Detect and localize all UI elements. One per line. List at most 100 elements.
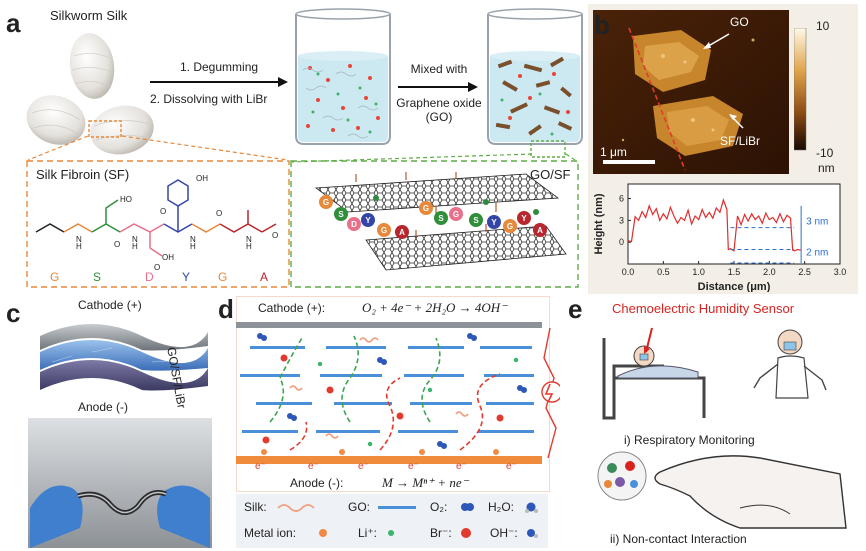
x-tick-label: 2.5 (798, 267, 811, 277)
colorbar-unit: nm (818, 161, 835, 175)
x-axis-label: Distance (μm) (698, 281, 771, 292)
go-abbrev-label: (GO) (425, 110, 453, 124)
panel-c-letter: c (6, 298, 21, 328)
electron-label-4: e⁻ (408, 461, 419, 472)
svg-text:N: N (190, 235, 196, 244)
go-sf-layered-illustration: G S D Y G A G S G S Y G Y A (314, 172, 567, 271)
process-arrow-1 (150, 77, 288, 87)
svg-text:G: G (507, 222, 513, 231)
svg-text:H: H (132, 242, 138, 251)
svg-text:A: A (537, 226, 543, 235)
humidity-mechanism-diagram (236, 322, 560, 464)
legend-oh-swatch (527, 529, 538, 538)
svg-text:OH: OH (162, 253, 174, 262)
panel-b-letter: b (594, 10, 610, 40)
go-sf-title: GO/SF (530, 167, 571, 182)
non-contact-interaction-label: ii) Non-contact Interaction (610, 532, 747, 546)
amino-acid-S: S (93, 270, 102, 284)
svg-text:G: G (323, 198, 329, 207)
legend-o2-label: O₂: (430, 500, 448, 514)
amino-acid-G2: G (218, 270, 228, 284)
svg-text:H: H (190, 242, 196, 251)
mixed-with-label: Mixed with (410, 62, 468, 76)
svg-text:H: H (76, 242, 82, 251)
svg-text:HO: HO (120, 195, 132, 204)
afm-colorbar (794, 28, 807, 151)
svg-text:O: O (160, 207, 166, 216)
svg-text:N: N (76, 235, 82, 244)
svg-text:G: G (423, 204, 429, 213)
y-tick-label: 6 (619, 194, 624, 204)
sf-molecular-structure: NH NH NH NH OO OO HO OHO (35, 179, 278, 272)
process-arrow-2 (398, 82, 478, 92)
legend-h2o-label: H₂O: (488, 500, 514, 514)
silk-fibroin-title: Silk Fibroin (SF) (36, 167, 130, 182)
legend-metal-ion-swatch (319, 529, 327, 537)
legend-br-swatch (461, 528, 471, 538)
panel-d-legend (236, 494, 548, 548)
afm-sflibr-label: SF/LiBr (720, 134, 761, 148)
anode-prefix-d: Anode (-): (290, 476, 344, 490)
zoom-box-cocoon (88, 120, 122, 138)
annotation-3nm: 3 nm (806, 217, 828, 228)
cathode-label-c: Cathode (+) (78, 298, 142, 312)
anode-equation: M → Mⁿ⁺ + ne⁻ (382, 475, 469, 490)
step-dissolving: 2. Dissolving with LiBr (150, 92, 268, 106)
legend-go-swatch (378, 506, 416, 509)
svg-text:G: G (453, 210, 459, 219)
annotation-2nm: 2 nm (806, 247, 828, 258)
device-layer-illustration (40, 324, 208, 391)
afm-height-image (593, 10, 789, 174)
cathode-prefix-d: Cathode (+): (258, 301, 326, 315)
svg-text:Y: Y (491, 218, 497, 227)
silkworm-silk-label: Silkworm Silk (50, 8, 128, 23)
electron-label-6: e⁻ (506, 461, 517, 472)
svg-text:A: A (399, 228, 405, 237)
legend-o2-swatch (461, 503, 474, 511)
panel-d-letter: d (218, 294, 234, 324)
x-tick-label: 0.5 (657, 267, 670, 277)
beaker-go-sf-mixture (487, 8, 583, 145)
anode-label-c: Anode (-) (78, 400, 129, 414)
y-tick-label: 0 (619, 237, 624, 247)
svg-text:S: S (473, 216, 479, 225)
x-tick-label: 3.0 (834, 267, 847, 277)
graphene-oxide-label: Graphene oxide (396, 96, 482, 110)
x-tick-label: 1.5 (728, 267, 741, 277)
electron-label-1: e⁻ (255, 461, 266, 472)
y-axis-label: Height (nm) (593, 193, 605, 254)
svg-text:O: O (114, 240, 120, 249)
cathode-equation: O₂ + 4e⁻ + 2H₂O → 4OH⁻ (362, 300, 508, 315)
afm-scalebar-label: 1 μm (600, 145, 627, 159)
legend-li-swatch (388, 530, 394, 536)
legend-oh-label: OH⁻: (490, 526, 518, 540)
colorbar-min: -10 (816, 146, 834, 160)
svg-text:S: S (338, 210, 344, 219)
y-tick-label: 3 (619, 215, 624, 225)
colorbar-max: 10 (816, 19, 830, 33)
electron-label-2: e⁻ (308, 461, 319, 472)
svg-text:D: D (351, 220, 357, 229)
beaker-sf-solution (295, 8, 391, 145)
amino-acid-A: A (260, 270, 269, 284)
x-tick-label: 0.0 (622, 267, 635, 277)
svg-text:Y: Y (365, 216, 371, 225)
respiratory-monitoring-label: i) Respiratory Monitoring (624, 433, 755, 447)
legend-br-label: Br⁻: (430, 526, 452, 540)
svg-text:N: N (132, 235, 138, 244)
non-contact-interaction-illustration (597, 451, 847, 529)
legend-metal-ion-label: Metal ion: (244, 526, 297, 540)
svg-text:O: O (272, 231, 278, 240)
svg-text:S: S (438, 214, 444, 223)
electron-label-5: e⁻ (456, 461, 467, 472)
x-tick-label: 2.0 (763, 267, 776, 277)
humidity-sensor-title: Chemoelectric Humidity Sensor (612, 301, 795, 316)
amino-acid-D: D (145, 270, 154, 284)
cocoon-illustration (26, 33, 154, 155)
zoom-box-beaker (530, 140, 566, 158)
legend-go-label: GO: (348, 500, 371, 514)
afm-go-label: GO (730, 15, 749, 29)
flexible-device-photo (28, 418, 212, 548)
svg-text:H: H (246, 242, 252, 251)
